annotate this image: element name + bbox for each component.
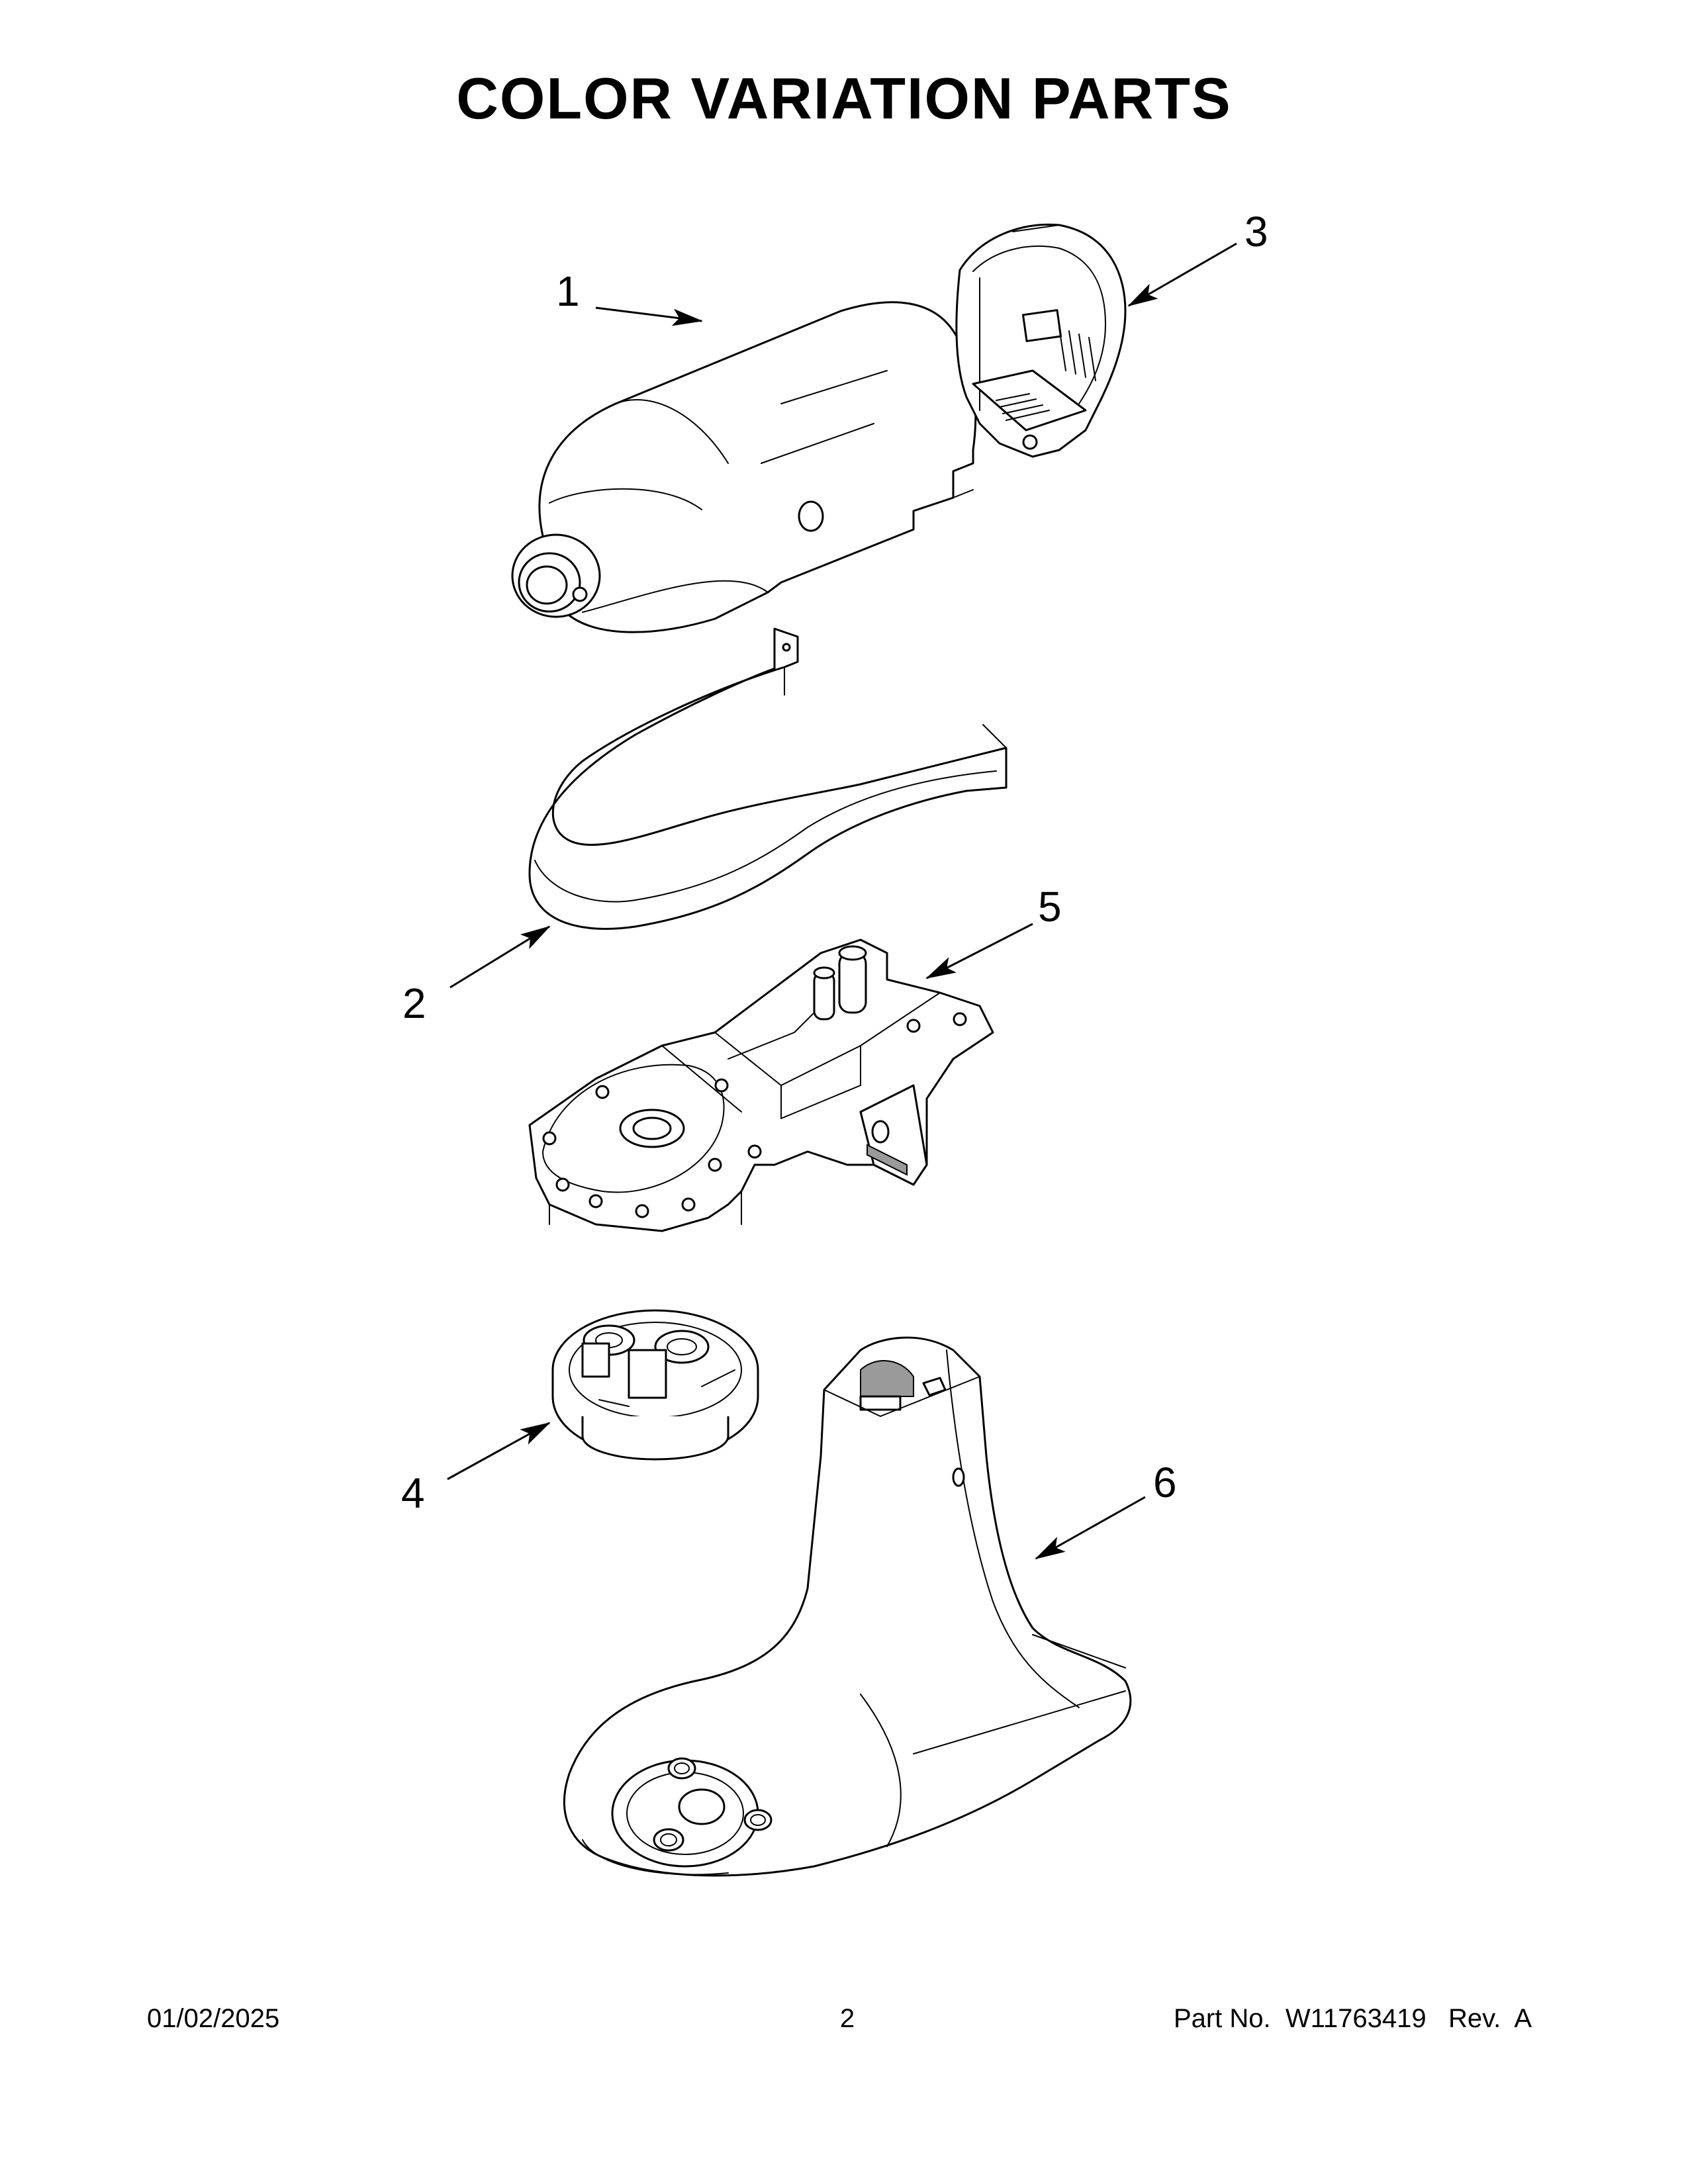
- leader-4: [447, 1422, 551, 1480]
- callout-5: 5: [1038, 883, 1062, 931]
- leader-3: [1127, 242, 1237, 307]
- page-title: COLOR VARIATION PARTS: [456, 66, 1232, 131]
- footer-part-number: Part No. W11763419 Rev. A: [1174, 2004, 1532, 2034]
- part-3-rear-cover: [955, 223, 1127, 458]
- footer-part-label: Part No.: [1173, 2004, 1271, 2033]
- leader-2: [449, 925, 551, 989]
- callout-6: 6: [1153, 1459, 1177, 1506]
- callout-3: 3: [1244, 208, 1268, 255]
- leader-5: [925, 923, 1033, 979]
- leader-1: [595, 306, 703, 326]
- footer-page-number: 2: [839, 2004, 855, 2033]
- part-5-base-plate: [528, 938, 994, 1232]
- footer-part-value: W11763419: [1285, 2004, 1427, 2033]
- part-6-pedestal-base: [563, 1336, 1132, 1877]
- part-1-motor-housing: [511, 301, 977, 633]
- footer-rev-value: A: [1514, 2004, 1532, 2033]
- part-4-planetary-ring: [551, 1309, 759, 1461]
- footer-rev-label: Rev.: [1448, 2004, 1501, 2033]
- callout-leaders: [447, 242, 1237, 1560]
- part-2-trim-band: [528, 627, 1008, 930]
- callout-1: 1: [556, 267, 580, 315]
- callout-2: 2: [402, 979, 426, 1027]
- footer-date: 01/02/2025: [147, 2004, 280, 2033]
- callout-4: 4: [401, 1469, 425, 1517]
- leader-6: [1035, 1496, 1146, 1560]
